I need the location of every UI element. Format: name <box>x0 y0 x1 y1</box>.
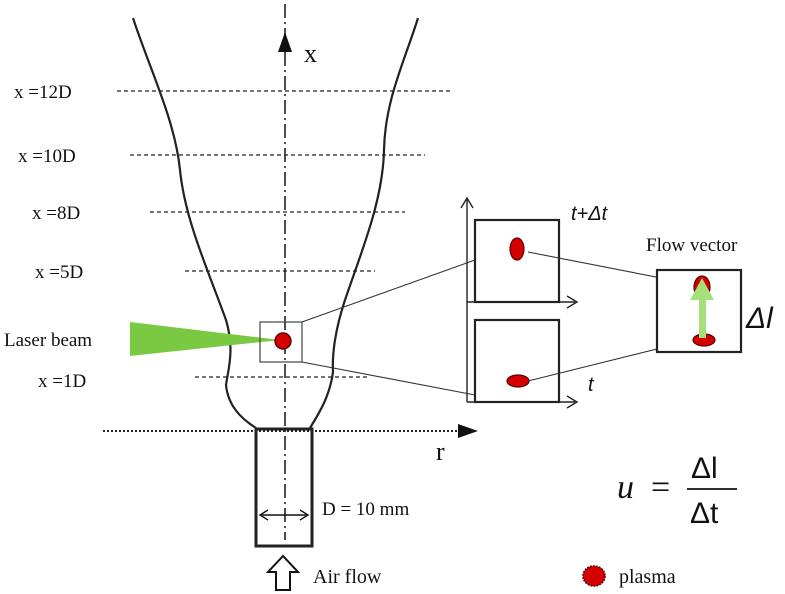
air-flow-arrow-icon <box>265 554 301 591</box>
station-label-10d: x =10D <box>18 146 76 167</box>
station-label-8d: x =8D <box>32 203 80 224</box>
plasma-spot-earlier <box>506 374 530 388</box>
r-axis-arrowhead <box>458 424 478 438</box>
nozzle-diameter-label: D = 10 mm <box>322 499 409 520</box>
frame-later-label: t+Δt <box>571 203 609 225</box>
station-label-1d: x =1D <box>38 371 86 392</box>
equation-lhs: u <box>617 469 634 506</box>
laser-beam <box>130 322 280 356</box>
r-axis-label: r <box>436 437 445 466</box>
frame-earlier <box>466 302 579 409</box>
velocity-equation: u = Δl Δt <box>617 452 737 530</box>
jet-boundary-left <box>131 17 257 429</box>
plasma-legend-label: plasma <box>619 566 676 588</box>
air-flow-label: Air flow <box>313 566 382 588</box>
diameter-dimension <box>258 509 310 521</box>
x-axis-arrowhead <box>278 32 292 52</box>
frame-later <box>460 196 579 309</box>
equation-equals: = <box>651 469 670 506</box>
equation-numerator: Δl <box>691 452 718 485</box>
laser-beam-label: Laser beam <box>4 330 92 351</box>
jet-boundary <box>131 17 420 429</box>
flow-vector-title: Flow vector <box>646 235 738 256</box>
plasma-legend-icon <box>582 565 606 587</box>
measurement-window <box>259 321 303 363</box>
plasma-spot-later <box>509 237 525 261</box>
flow-vector-box <box>655 268 743 354</box>
equation-denominator: Δt <box>690 497 719 530</box>
station-label-5d: x =5D <box>35 262 83 283</box>
nozzle <box>254 427 314 548</box>
station-lines <box>117 90 452 378</box>
plasma-spot <box>274 332 292 350</box>
station-label-12d: x =12D <box>14 82 72 103</box>
jet-boundary-right <box>309 17 420 429</box>
frame-earlier-label: t <box>588 374 595 396</box>
displacement-label: Δl <box>745 302 774 335</box>
zoom-connectors <box>301 259 476 396</box>
flow-vector-arrow <box>699 292 706 338</box>
x-axis-label: x <box>304 39 317 68</box>
